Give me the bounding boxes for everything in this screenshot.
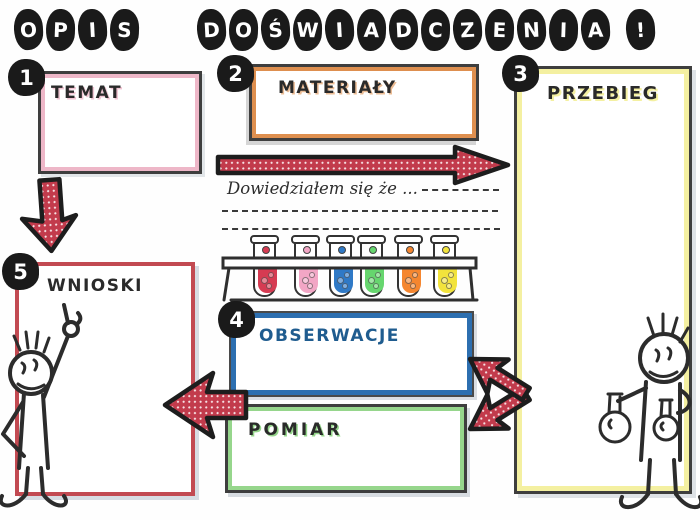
title-letter: S [109,8,140,52]
title-letter: A [579,8,612,51]
pointing-scientist-figure [0,303,83,508]
learned-line-text: Dowiedziałem się że ... [227,179,418,198]
pomiar-label: POMIAR [248,420,343,440]
arrow-double-branch-icon [467,356,532,432]
step-number-2: 2 [217,55,254,92]
step-number-3: 3 [502,55,539,92]
wnioski-label: WNIOSKI [47,276,143,296]
obserwacje-box: OBSERWACJE [229,311,474,397]
tube-liquid [333,265,353,293]
learned-line: Dowiedziałem się że ... [227,179,499,198]
tube-liquid [437,265,457,293]
round-flask [598,410,632,444]
tube-dot [262,246,270,254]
arrow-left-icon [162,370,249,440]
title-letter: O [12,8,45,51]
tube-dot [303,246,311,254]
title-letter: C [420,8,451,52]
title-letter: O [228,8,259,52]
tube-dot [369,246,377,254]
title-letter: ! [624,8,657,51]
dashed-line [222,228,500,230]
arrow-down-icon [19,176,79,254]
title-letter: I [323,8,356,51]
temat-box: TEMAT [38,71,202,174]
head [8,350,54,396]
przebieg-label: PRZEBIEG [547,83,659,104]
title-letter: P [45,8,76,52]
title-letter: E [484,8,515,52]
title-word: ! [624,8,657,51]
dashed-line [222,210,498,212]
title-letter: A [356,8,387,52]
step-number-5: 5 [2,253,39,290]
dashed-tail [421,189,499,191]
tube-rim [291,235,320,244]
step-number-1: 1 [8,59,45,96]
small-flask [652,414,680,442]
tube-rim [430,235,459,244]
tube-dot [338,246,346,254]
title-letter: I [76,8,109,51]
flask-scientist-figure [598,312,700,510]
step-number-4: 4 [218,301,255,338]
tube-rim [394,235,423,244]
title-letter: Z [451,8,484,51]
materialy-label: MATERIAŁY [278,78,397,98]
title-letter: D [387,8,420,51]
materialy-box: MATERIAŁY [249,64,479,141]
flask-neck [606,392,624,415]
title-letter: I [548,8,579,52]
title-letter: Ś [259,8,292,51]
title-letter: W [292,8,323,52]
obserwacje-label: OBSERWACJE [259,326,400,346]
test-tube-rack [221,256,479,302]
tube-rim [326,235,355,244]
title-letter: D [195,8,228,51]
tube-neck [658,398,674,419]
temat-label: TEMAT [51,83,123,103]
tube-dot [442,246,450,254]
title-letter: N [515,8,548,51]
tube-rim [250,235,279,244]
test-tube-red [250,235,279,299]
tube-rim [357,235,386,244]
hand [62,320,80,338]
pomiar-box: POMIAR [225,404,467,493]
arrow-right-icon [215,144,511,186]
tube-dot [406,246,414,254]
